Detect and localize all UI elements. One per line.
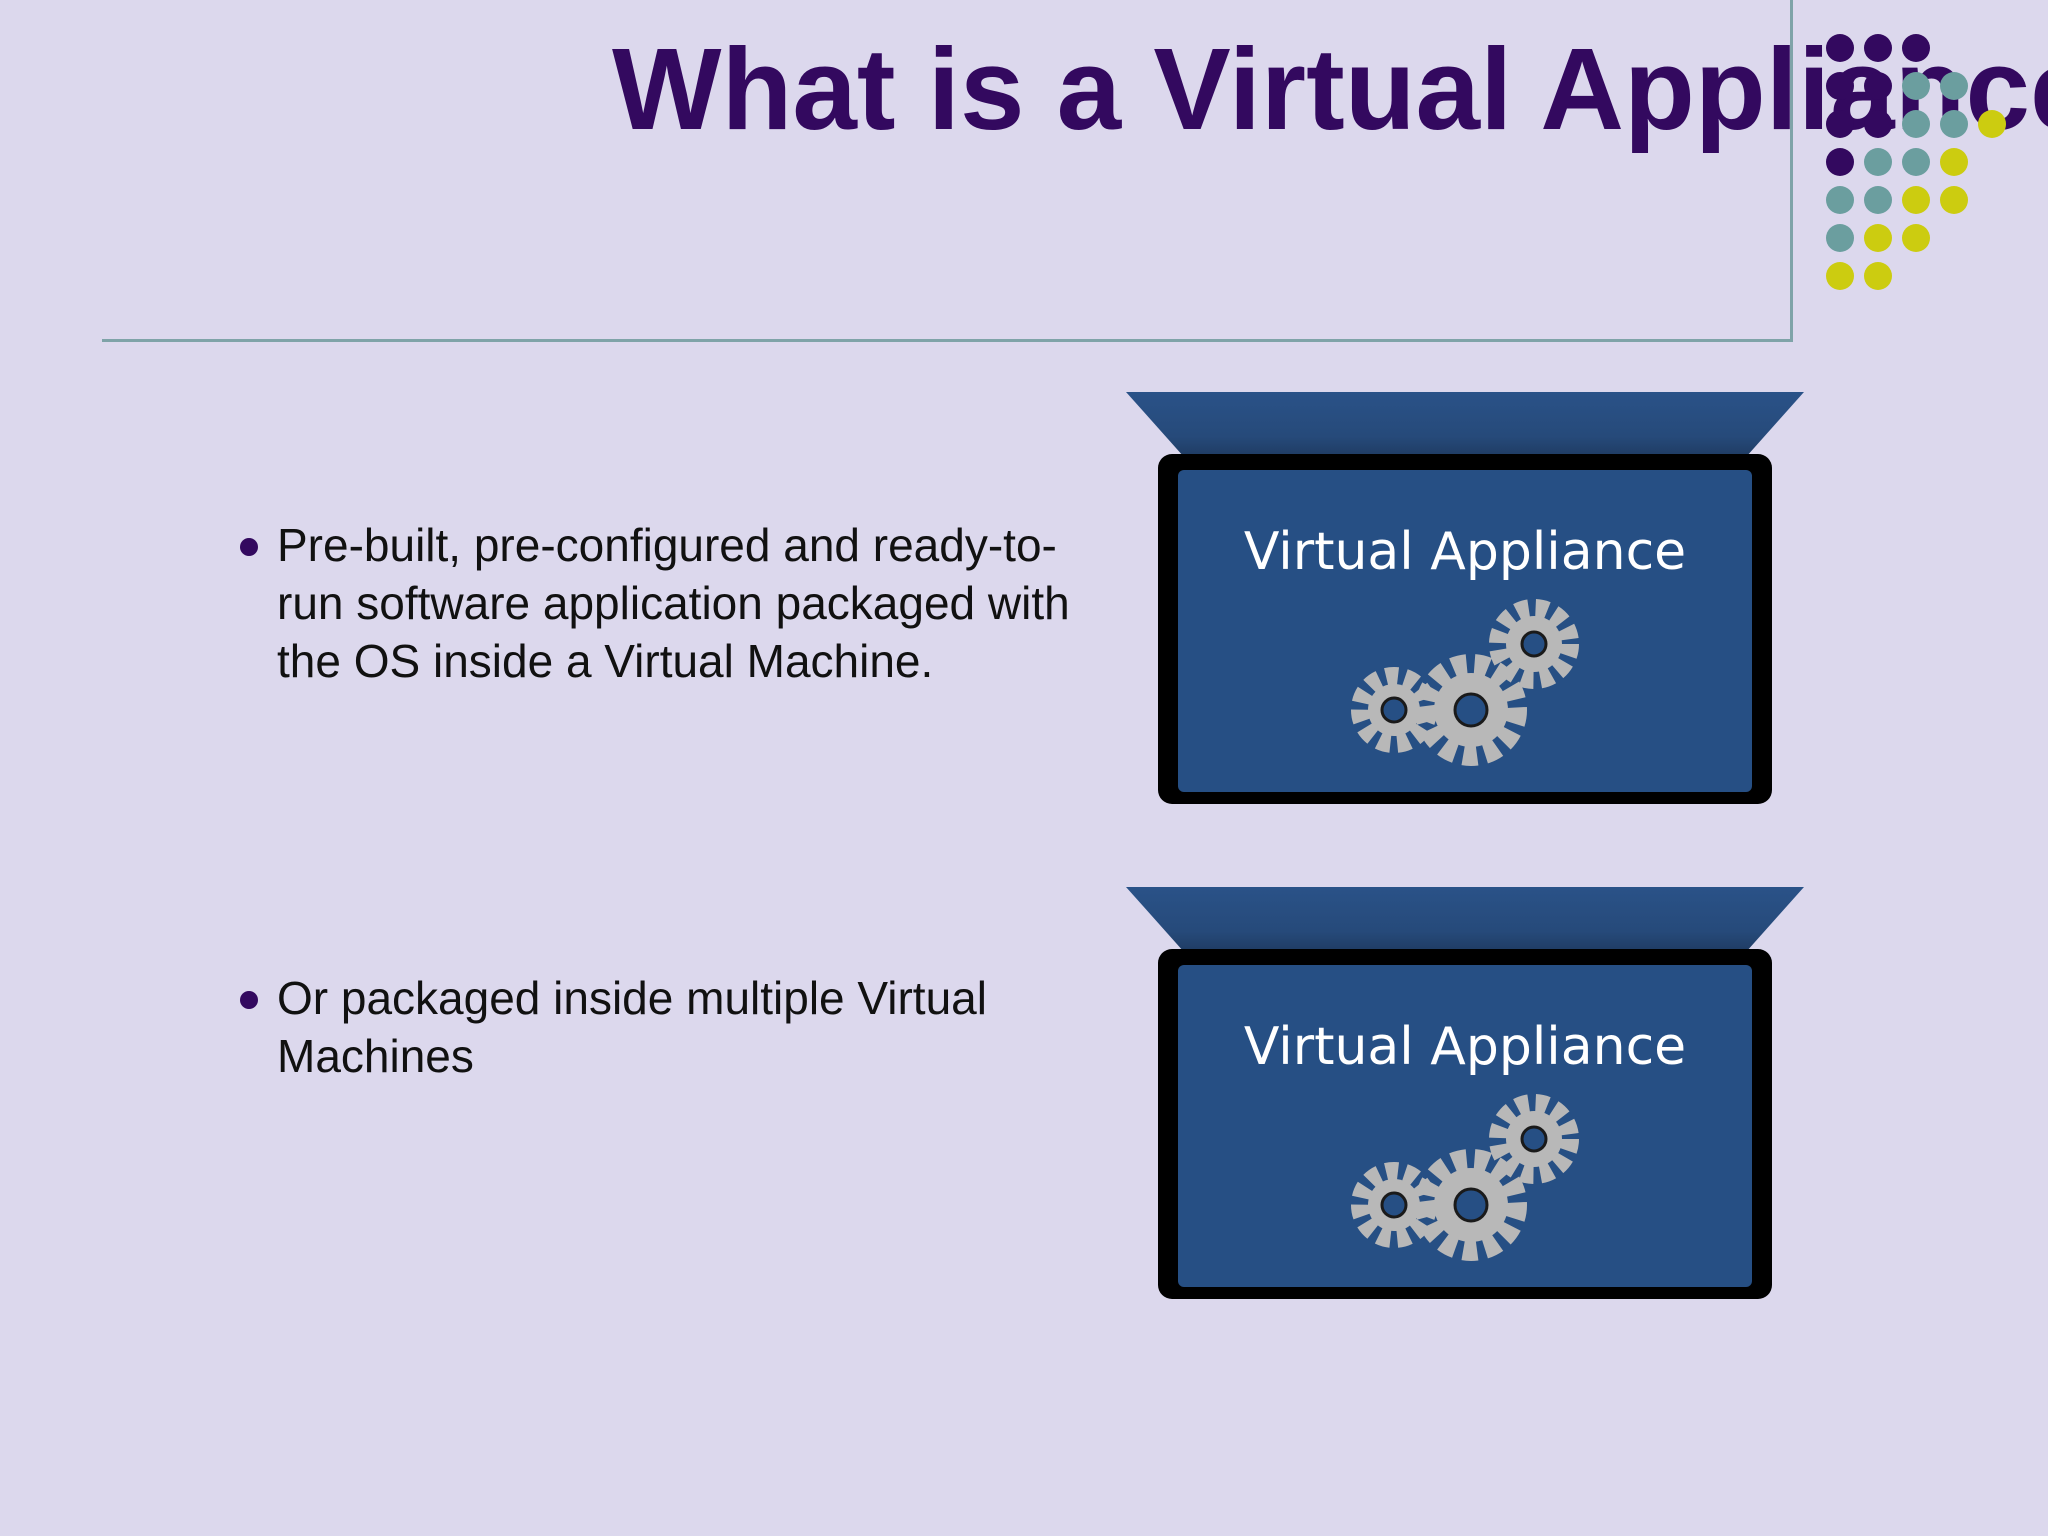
- gears-icon: [1351, 1094, 1579, 1261]
- dot: [1940, 148, 1968, 176]
- dot: [1902, 110, 1930, 138]
- dot: [1940, 72, 1968, 100]
- bullet-item: Or packaged inside multiple Virtual Mach…: [240, 969, 1080, 1085]
- dot: [1826, 110, 1854, 138]
- dot: [1864, 148, 1892, 176]
- appliance-label: Virtual Appliance: [1243, 522, 1687, 582]
- dot: [1902, 34, 1930, 62]
- title-divider-vertical: [1790, 0, 1793, 342]
- dot: [1864, 110, 1892, 138]
- dot: [1864, 72, 1892, 100]
- gears-icon: [1351, 599, 1579, 766]
- dot: [1902, 72, 1930, 100]
- bullet-item: Pre-built, pre-configured and ready-to-r…: [240, 516, 1080, 690]
- dot: [1902, 148, 1930, 176]
- dot: [1864, 224, 1892, 252]
- virtual-appliance-box: Virtual Appliance: [1126, 392, 1804, 822]
- appliance-label: Virtual Appliance: [1243, 1017, 1687, 1077]
- dot: [1978, 110, 2006, 138]
- dot: [1864, 34, 1892, 62]
- dot: [1902, 186, 1930, 214]
- dot: [1826, 148, 1854, 176]
- dot: [1864, 186, 1892, 214]
- dot: [1940, 186, 1968, 214]
- decorative-dot-grid: [0, 0, 2048, 300]
- bullet-text: Pre-built, pre-configured and ready-to-r…: [277, 519, 1070, 687]
- open-box-graphic: [1126, 392, 1804, 804]
- slide-title: What is a Virtual Appliance: [612, 24, 2048, 154]
- dot: [1826, 262, 1854, 290]
- dot: [1940, 110, 1968, 138]
- dot: [1826, 186, 1854, 214]
- dot: [1826, 34, 1854, 62]
- dot: [1902, 224, 1930, 252]
- virtual-appliance-box: Virtual Appliance: [1126, 887, 1804, 1317]
- bullet-dot-icon: [240, 538, 258, 556]
- open-box-graphic: [1126, 887, 1804, 1299]
- dot: [1826, 72, 1854, 100]
- bullet-text: Or packaged inside multiple Virtual Mach…: [277, 972, 987, 1082]
- dot: [1864, 262, 1892, 290]
- title-divider-horizontal: [102, 339, 1792, 342]
- dot: [1826, 224, 1854, 252]
- bullet-dot-icon: [240, 991, 258, 1009]
